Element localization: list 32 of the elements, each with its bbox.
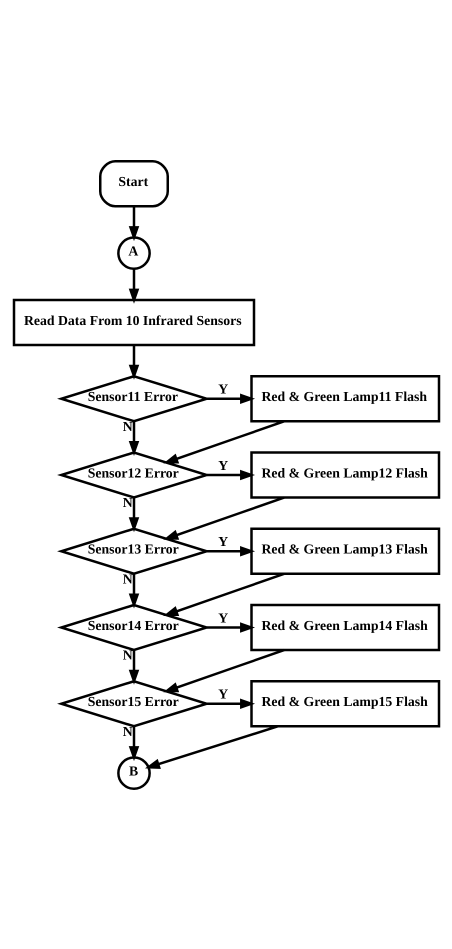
node-box: Start (98, 160, 168, 207)
edge-label: Y (218, 457, 228, 472)
arrow (128, 726, 139, 761)
arrow (162, 648, 284, 692)
edge-label: Y (218, 686, 228, 701)
arrow (162, 496, 284, 540)
node-circle: A (116, 236, 150, 270)
arrow (162, 572, 284, 616)
arrow (144, 724, 278, 768)
arrow (128, 268, 139, 304)
arrow (128, 650, 139, 684)
arrow (206, 545, 255, 556)
arrow (206, 698, 255, 709)
node-box: Red & Green Lamp15 Flash (250, 680, 440, 727)
node-box: Read Data From 10 Infrared Sensors (12, 298, 255, 346)
node-circle: B (116, 756, 150, 790)
arrow (162, 420, 284, 464)
arrow (128, 420, 139, 456)
edge-label: Y (218, 610, 228, 625)
arrow (128, 344, 139, 380)
node-box: Red & Green Lamp14 Flash (250, 603, 440, 651)
arrow (128, 497, 139, 532)
edge-label: Y (218, 534, 228, 548)
arrow (206, 622, 255, 632)
node-box: Red & Green Lamp13 Flash (250, 527, 440, 574)
edge-label: Y (218, 381, 228, 396)
arrow (206, 392, 255, 404)
node-box: Red & Green Lamp11 Flash (250, 374, 440, 422)
node-box: Red & Green Lamp12 Flash (250, 450, 440, 498)
arrow (206, 469, 255, 480)
arrow (128, 206, 139, 241)
arrow (128, 573, 139, 608)
